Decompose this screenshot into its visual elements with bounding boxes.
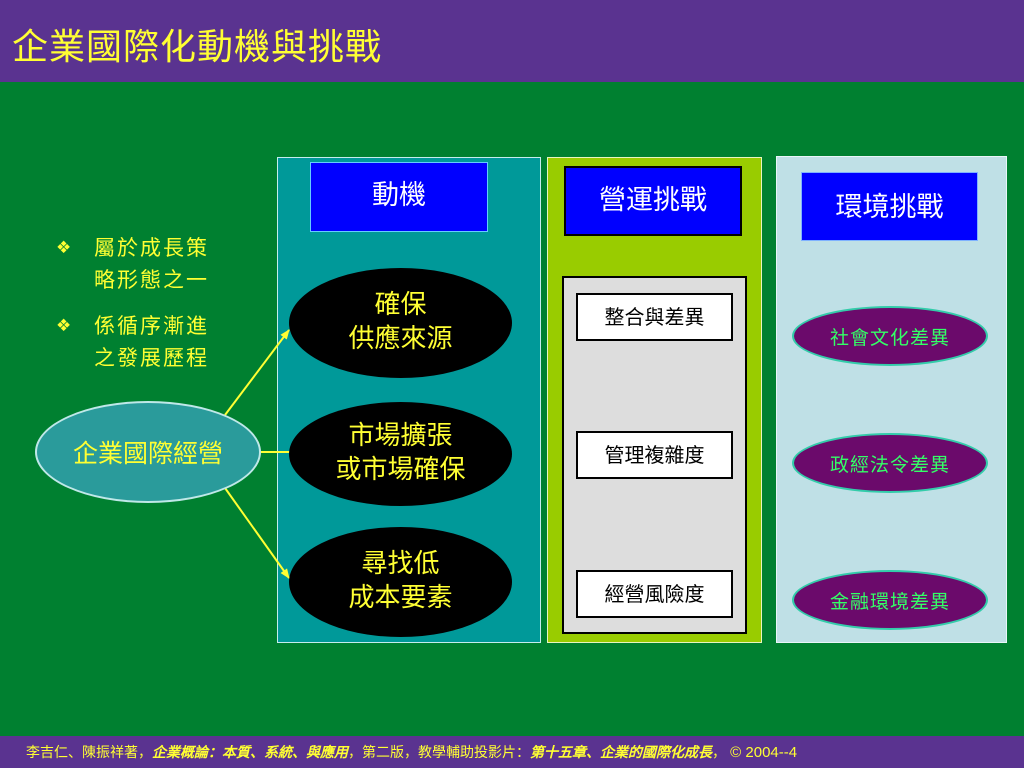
motive-item: 尋找低 成本要素	[289, 527, 512, 637]
motive-item-line: 市場擴張	[348, 421, 453, 452]
bullet-line: 屬於成長策	[94, 236, 209, 260]
bullet-line: 係循序漸進	[94, 314, 209, 338]
title-bar: 企業國際化動機與挑戰	[0, 0, 1024, 82]
environment-header: 環境挑戰	[801, 172, 978, 241]
motive-item-line: 尋找低	[361, 549, 440, 580]
motive-item: 確保 供應來源	[289, 268, 512, 378]
diamond-bullet-icon: ❖	[56, 316, 74, 336]
page-title: 企業國際化動機與挑戰	[12, 27, 383, 68]
operations-item: 管理複雜度	[576, 431, 733, 479]
diamond-bullet-icon: ❖	[56, 238, 74, 258]
bullet-item: ❖ 係循序漸進 之發展歷程	[56, 310, 256, 374]
operations-item: 整合與差異	[576, 293, 733, 341]
footer-edition: ，第二版，教學輔助投影片：	[348, 745, 530, 761]
environment-item: 政經法令差異	[792, 433, 988, 493]
footer-authors: 李吉仁、陳振祥著，	[26, 745, 152, 761]
main-node: 企業國際經營	[35, 401, 261, 503]
footer-copyright: © 2004--4	[726, 744, 798, 761]
bullet-item: ❖ 屬於成長策 略形態之一	[56, 232, 256, 296]
footer-citation: 李吉仁、陳振祥著，企業概論：本質、系統、與應用，第二版，教學輔助投影片：第十五章…	[26, 742, 797, 762]
footer-separator: ，	[712, 745, 726, 761]
footer-bar: 李吉仁、陳振祥著，企業概論：本質、系統、與應用，第二版，教學輔助投影片：第十五章…	[0, 736, 1024, 768]
bullet-line: 之發展歷程	[94, 346, 209, 370]
motive-item-line: 成本要素	[348, 583, 453, 613]
operations-header: 營運挑戰	[564, 166, 742, 236]
bullet-line: 略形態之一	[94, 268, 209, 292]
motive-item-line: 確保	[374, 290, 427, 321]
environment-item: 金融環境差異	[792, 570, 988, 630]
motive-item: 市場擴張 或市場確保	[289, 402, 512, 506]
motive-header: 動機	[310, 162, 488, 232]
motive-item-line: 或市場確保	[335, 455, 466, 485]
bullet-list: ❖ 屬於成長策 略形態之一 ❖ 係循序漸進 之發展歷程	[56, 232, 256, 388]
operations-item: 經營風險度	[576, 570, 733, 618]
motive-item-line: 供應來源	[348, 324, 453, 354]
footer-book-title: 企業概論：本質、系統、與應用	[152, 745, 348, 761]
footer-chapter: 第十五章、企業的國際化成長	[530, 745, 712, 761]
environment-item: 社會文化差異	[792, 306, 988, 366]
